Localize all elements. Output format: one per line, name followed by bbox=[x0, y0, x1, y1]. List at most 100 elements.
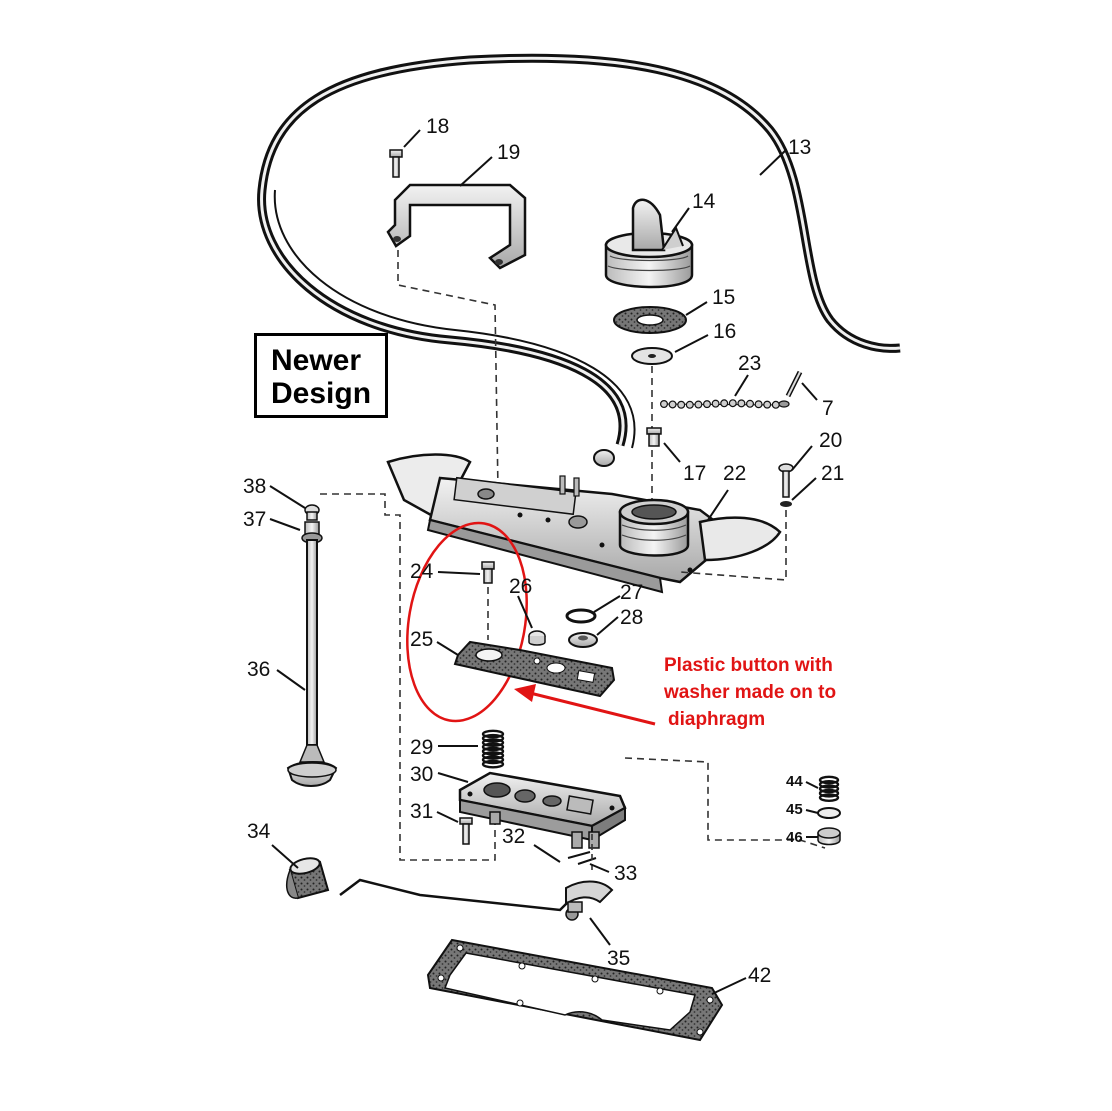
tank-top-housing-22 bbox=[386, 453, 782, 594]
fuel-line-hose bbox=[257, 53, 901, 467]
chain-bead bbox=[659, 400, 668, 409]
label-42: 42 bbox=[748, 964, 771, 987]
label-34: 34 bbox=[247, 820, 271, 843]
chain-bead bbox=[694, 400, 703, 409]
label-36: 36 bbox=[247, 658, 270, 681]
valve-rod-36 bbox=[286, 539, 338, 787]
spring-coil bbox=[481, 759, 505, 769]
newer-design-line2: Design bbox=[271, 377, 372, 410]
label-26: 26 bbox=[509, 575, 532, 598]
chain-bead bbox=[668, 400, 677, 409]
valve-body-30 bbox=[458, 771, 627, 849]
spring-coil bbox=[481, 755, 505, 765]
spring-coil bbox=[481, 742, 505, 752]
newer-design-box: Newer Design bbox=[254, 333, 388, 418]
label-23: 23 bbox=[738, 352, 761, 375]
fitting-38 bbox=[304, 504, 320, 521]
chain-bead bbox=[754, 400, 763, 409]
label-32: 32 bbox=[502, 825, 525, 848]
spring-coil bbox=[818, 780, 840, 789]
spring-coil bbox=[818, 784, 840, 794]
spring-coil bbox=[818, 788, 840, 798]
label-27: 27 bbox=[620, 581, 643, 604]
chain-bead bbox=[763, 400, 772, 409]
chain-bead bbox=[737, 399, 746, 408]
spring-coil bbox=[481, 729, 505, 739]
chain-bead bbox=[685, 400, 694, 409]
chain-bead bbox=[720, 399, 729, 408]
annotation-line2: washer made on to bbox=[664, 682, 837, 703]
annotation-line1: Plastic button with bbox=[664, 655, 833, 676]
label-17: 17 bbox=[683, 462, 706, 485]
bead-chain-23 bbox=[659, 399, 790, 409]
gasket-15 bbox=[613, 306, 687, 334]
label-14: 14 bbox=[692, 190, 716, 213]
chain-bead bbox=[745, 399, 754, 408]
label-35: 35 bbox=[607, 947, 630, 970]
newer-design-line1: Newer bbox=[271, 344, 362, 377]
spring-29 bbox=[481, 729, 505, 769]
gasket-42 bbox=[426, 938, 724, 1042]
label-44: 44 bbox=[786, 773, 803, 790]
chain-bead bbox=[677, 400, 686, 409]
lock-washer-21 bbox=[780, 501, 792, 507]
spring-coil bbox=[481, 738, 505, 747]
chain-bead bbox=[711, 399, 720, 408]
label-21: 21 bbox=[821, 462, 844, 485]
assembly-line-19-22 bbox=[397, 250, 499, 491]
part-number-labels: 18 19 13 14 15 16 23 7 20 21 17 22 38 37… bbox=[243, 115, 844, 987]
spring-coil bbox=[481, 733, 505, 743]
label-25: 25 bbox=[410, 628, 433, 651]
label-31: 31 bbox=[410, 800, 433, 823]
label-30: 30 bbox=[410, 763, 433, 786]
float-arm-bracket-33 bbox=[565, 880, 614, 921]
label-13: 13 bbox=[788, 136, 811, 159]
float-34 bbox=[286, 857, 330, 900]
label-7: 7 bbox=[822, 397, 834, 420]
washer-16 bbox=[631, 347, 673, 365]
spring-coil bbox=[481, 751, 505, 760]
chain-bead bbox=[771, 400, 780, 409]
label-20: 20 bbox=[819, 429, 842, 452]
label-45: 45 bbox=[786, 801, 803, 818]
chain-bead bbox=[728, 399, 737, 408]
annotation-line3: diaphragm bbox=[668, 709, 766, 730]
label-22: 22 bbox=[723, 462, 746, 485]
spring-44 bbox=[818, 775, 840, 802]
screw-24 bbox=[481, 561, 495, 584]
filler-cap-14 bbox=[604, 198, 694, 289]
float-arm bbox=[339, 878, 569, 912]
label-46: 46 bbox=[786, 829, 803, 846]
label-28: 28 bbox=[620, 606, 643, 629]
chain-end bbox=[778, 400, 790, 408]
label-19: 19 bbox=[497, 141, 520, 164]
bracket-19 bbox=[386, 183, 527, 270]
annotation-note: Plastic button with washer made on to di… bbox=[664, 652, 894, 733]
seat-28 bbox=[568, 632, 598, 648]
spring-coil bbox=[818, 793, 840, 802]
nut-46 bbox=[817, 827, 841, 846]
diaphragm-25 bbox=[453, 640, 616, 698]
screw-31 bbox=[459, 817, 473, 845]
spring-coil bbox=[818, 775, 840, 785]
label-37: 37 bbox=[243, 508, 266, 531]
o-ring-27 bbox=[565, 608, 597, 624]
label-33: 33 bbox=[614, 862, 637, 885]
pin-7 bbox=[785, 370, 803, 398]
plastic-button-26 bbox=[528, 630, 546, 646]
screw-18 bbox=[389, 149, 403, 178]
assembly-line-38 bbox=[320, 493, 496, 861]
chain-bead bbox=[702, 400, 711, 409]
spring-coil bbox=[481, 746, 505, 756]
leader-lines bbox=[269, 129, 819, 995]
screw-17 bbox=[646, 427, 662, 447]
label-24: 24 bbox=[410, 560, 434, 583]
assembly-line-30-44 bbox=[624, 757, 826, 849]
label-29: 29 bbox=[410, 736, 433, 759]
label-16: 16 bbox=[713, 320, 736, 343]
washer-45 bbox=[817, 807, 841, 819]
highlight-circle bbox=[406, 521, 528, 723]
annotation-arrow bbox=[514, 684, 656, 726]
screw-20 bbox=[778, 463, 794, 498]
